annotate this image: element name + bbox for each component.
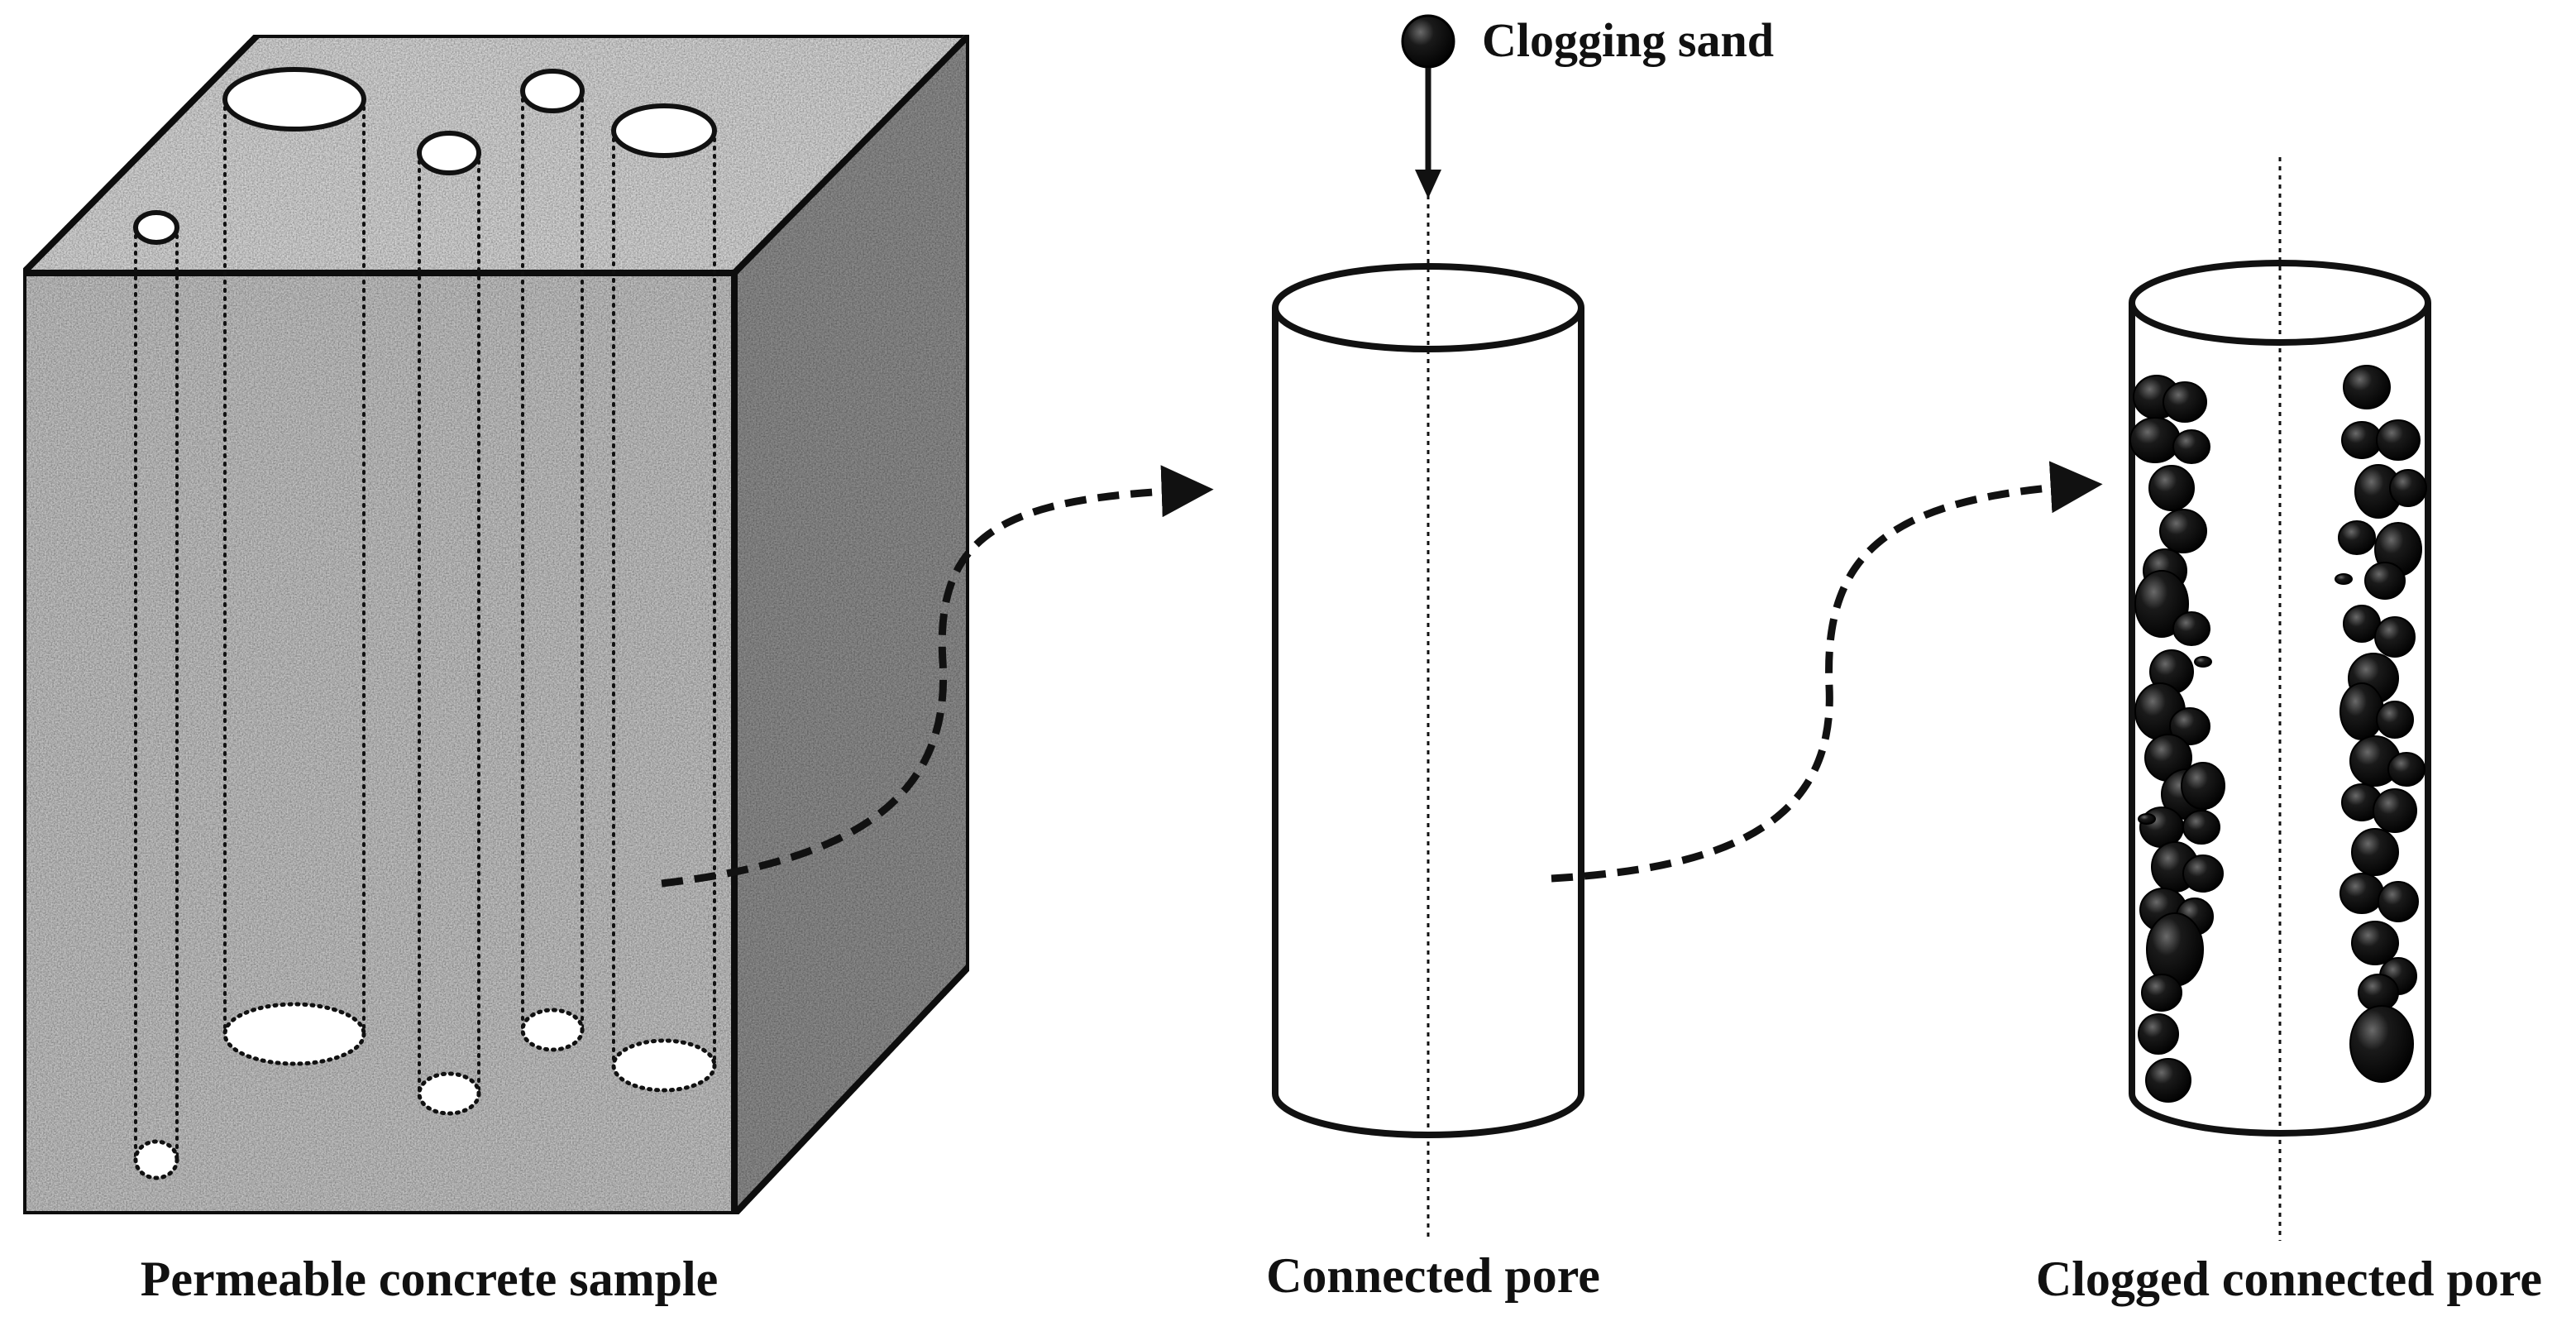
sand-particle (2338, 520, 2376, 555)
sand-particle (2181, 762, 2225, 810)
sand-particle (2182, 854, 2224, 893)
sand-particle (2138, 1013, 2179, 1055)
pore-channels (134, 89, 716, 1161)
pore-bottom-openings (133, 1002, 717, 1180)
sand-grain-icon (1401, 14, 1455, 69)
sand-particle (2172, 429, 2210, 464)
connected-pore-caption: Connected pore (1266, 1248, 1600, 1303)
arrow-pore-to-clogged (1551, 461, 2103, 883)
clogging-sand-label: Clogging sand (1482, 13, 1774, 67)
sand-particle (2364, 562, 2406, 600)
arrow-block-to-pore (661, 465, 1214, 888)
clogged-pore-cylinder (2129, 157, 2431, 1241)
sand-particle (2341, 421, 2382, 459)
sand-particle (2339, 873, 2384, 914)
sand-particle (2376, 701, 2414, 739)
sand-particle (2182, 810, 2220, 845)
concrete-block (20, 31, 973, 1218)
sand-particle (2335, 573, 2353, 585)
sand-particle (2387, 752, 2425, 787)
sand-particle (2389, 469, 2427, 507)
connected-pore-cylinder (1272, 195, 1584, 1241)
clogged-pore-caption: Clogged connected pore (2036, 1252, 2542, 1306)
down-arrow-icon (1415, 170, 1441, 199)
sand-particle (2148, 465, 2195, 511)
sand-particle (2163, 381, 2207, 423)
sand-particle (2169, 707, 2210, 745)
sample-caption: Permeable concrete sample (141, 1252, 719, 1306)
sand-particle (2374, 616, 2416, 658)
sand-column-right (2335, 365, 2427, 1083)
sand-particle (2145, 1058, 2191, 1103)
sand-particle (2351, 828, 2399, 876)
sand-particle (2376, 419, 2421, 461)
sand-particle (2129, 417, 2181, 463)
sand-particle (2172, 611, 2210, 646)
sand-particle (2373, 788, 2417, 833)
clogging-sand-indicator (1401, 14, 1455, 199)
sand-particle (2349, 1005, 2414, 1083)
sand-particle (2138, 813, 2156, 825)
sand-particle (2194, 656, 2212, 668)
sand-particle (2339, 682, 2384, 740)
sand-particle (2159, 509, 2207, 553)
sand-particle (2378, 881, 2419, 922)
sand-particle (2343, 365, 2391, 409)
sand-column-left (2129, 375, 2225, 1103)
sand-particle (2141, 974, 2182, 1012)
pore-top-openings (133, 67, 717, 245)
sand-particle (2351, 921, 2399, 965)
